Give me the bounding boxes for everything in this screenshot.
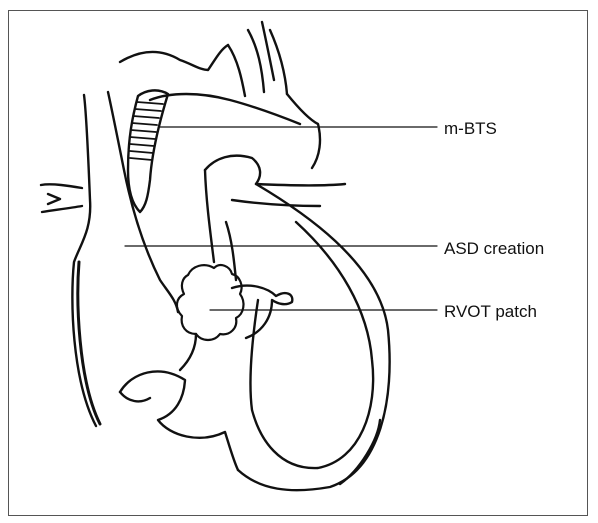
vessel-stub-mark xyxy=(48,194,60,204)
head-vessel-3 xyxy=(270,30,287,94)
right-ventricle-floor xyxy=(120,371,238,470)
left-ventricle-outer xyxy=(238,184,390,490)
head-vessel-4 xyxy=(262,22,274,80)
apex-wall xyxy=(340,420,380,484)
label-rvot-patch: RVOT patch xyxy=(444,303,537,320)
right-ventricle-wall xyxy=(120,392,150,401)
pulmonary-trunk xyxy=(205,156,345,186)
svc-left-wall-inner xyxy=(78,262,100,424)
label-asd-creation: ASD creation xyxy=(444,240,544,257)
svc-right-wall xyxy=(108,92,178,312)
arch-inner xyxy=(150,94,300,124)
head-vessel-1 xyxy=(228,45,245,96)
rvot-patch xyxy=(177,265,244,340)
left-ventricle-inner xyxy=(250,222,373,468)
head-vessel-2 xyxy=(248,30,264,92)
label-mbts: m-BTS xyxy=(444,120,497,137)
vessel-stub-bottom xyxy=(42,206,82,212)
vessel-stub-top xyxy=(41,184,82,188)
aortic-arch-outer xyxy=(120,45,228,70)
descending-aorta xyxy=(287,94,320,168)
pulmonary-branch-lower xyxy=(232,200,320,206)
pulmonary-root xyxy=(205,170,214,262)
rv-lower-contour xyxy=(180,334,196,370)
